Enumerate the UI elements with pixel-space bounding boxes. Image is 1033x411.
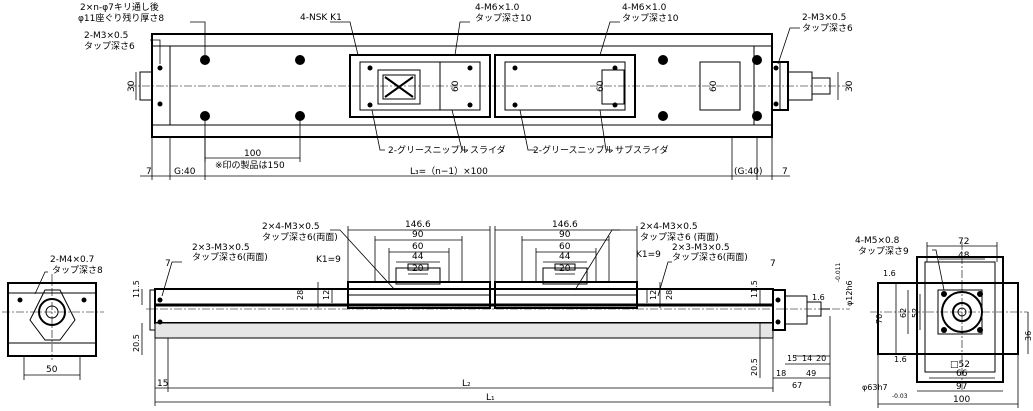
dim-l2: L₂ <box>462 379 471 389</box>
label-m6-right-depth: タップ深さ10 <box>622 13 679 24</box>
label-m5-depth: タップ深さ9 <box>858 246 909 257</box>
label-m3-3a: 2×3-M3×0.5 <box>192 243 250 253</box>
label-m5: 4-M5×0.8 <box>855 236 900 246</box>
dim-l3: L₃=（n−1）×100 <box>410 166 488 177</box>
top-slider <box>349 54 491 118</box>
dim-18: 18 <box>776 369 786 378</box>
label-m3-3b-depth: タップ深さ6(両面) <box>672 252 748 263</box>
dim-60-front-a: 60 <box>412 242 424 252</box>
label-k1-b: K1=9 <box>636 250 661 260</box>
dim-60-front-b: 60 <box>559 242 571 252</box>
label-m3-left-depth: タップ深さ6 <box>84 41 135 52</box>
dim-1-6-a: 1.6 <box>883 269 896 278</box>
label-counterbore: φ11座ぐり残り厚さ8 <box>78 12 164 24</box>
dim-g40-right: (G:40) <box>734 167 762 177</box>
dim-14: 14 <box>802 354 812 363</box>
dim-phi63: φ63h7 <box>862 383 888 392</box>
label-m3-left: 2-M3×0.5 <box>84 31 128 41</box>
note-150: ※印の製品は150 <box>215 159 285 171</box>
dim-12-a: 12 <box>322 290 331 300</box>
dim-62: 62 <box>899 308 908 318</box>
label-k1-a: K1=9 <box>316 255 341 265</box>
dim-70: 70 <box>875 314 884 324</box>
dim-7-b: 7 <box>770 259 776 269</box>
dim-60-a: 60 <box>451 80 461 92</box>
left-end-view <box>2 271 104 380</box>
dim-100-right: 100 <box>953 395 970 405</box>
dim-48: 48 <box>958 251 970 261</box>
dim-7-a: 7 <box>165 259 171 269</box>
dim-20-5-b: 20.5 <box>750 358 759 376</box>
dim-7-left: 7 <box>146 167 152 177</box>
dim-12-b: 12 <box>649 290 658 300</box>
label-m3-3a-depth: タップ深さ6(両面) <box>192 252 268 263</box>
label-nsk: 4-NSK K1 <box>300 13 342 23</box>
label-m3-4a: 2×4-M3×0.5 <box>262 222 320 232</box>
dim-1-6-front: 1.6 <box>812 293 825 302</box>
dim-tol: -0.011 <box>835 262 842 282</box>
dim-44-a: 44 <box>412 252 424 262</box>
top-body-outline <box>151 33 773 138</box>
dim-7-right: 7 <box>782 167 788 177</box>
label-m4: 2-M4×0.7 <box>50 255 94 265</box>
dim-146-6-a: 146.6 <box>405 220 431 230</box>
front-view <box>141 226 850 406</box>
label-m3-3b: 2×3-M3×0.5 <box>672 243 730 253</box>
dim-72: 72 <box>958 237 969 247</box>
dim-66: 66 <box>956 369 968 379</box>
top-view <box>128 21 850 180</box>
dim-146-6-b: 146.6 <box>552 220 578 230</box>
label-holes: 2×n-φ7キリ通し後 <box>80 1 159 13</box>
dim-20b: 20 <box>816 354 826 363</box>
label-m3-right: 2-M3×0.5 <box>802 13 846 23</box>
dim-15: 15 <box>157 379 168 389</box>
dim-44-b: 44 <box>559 252 571 262</box>
dim-sq52: □52 <box>950 360 970 370</box>
dim-11-5-b: 11.5 <box>750 280 759 298</box>
label-sub-slider: サブスライダ <box>615 144 669 156</box>
dim-67: 67 <box>792 381 802 390</box>
top-mounting-holes <box>157 55 779 121</box>
dim-11-5-a: 11.5 <box>132 280 141 298</box>
label-m3-4b-depth: タップ深さ6 (両面) <box>640 232 719 243</box>
top-sub-slider <box>494 54 636 118</box>
dim-20-b: 20 <box>559 264 571 274</box>
dim-60-b: 60 <box>596 80 606 92</box>
label-grease-1: 2-グリースニップル <box>388 144 469 156</box>
dim-97: 97 <box>956 382 967 392</box>
dim-50: 50 <box>46 365 58 375</box>
label-m6-left-depth: タップ深さ10 <box>475 13 532 24</box>
dim-100: 100 <box>244 149 261 159</box>
label-m3-right-depth: タップ深さ6 <box>802 23 853 34</box>
dim-60-c: 60 <box>709 80 719 92</box>
label-m3-4a-depth: タップ深さ6(両面) <box>262 232 338 243</box>
dim-phi63-tol: -0.03 <box>892 393 908 400</box>
dim-28-b: 28 <box>665 290 674 300</box>
dim-15b: 15 <box>787 354 797 363</box>
dim-20-5-a: 20.5 <box>132 334 141 352</box>
label-m6-left: 4-M6×1.0 <box>475 3 520 13</box>
label-m4-depth: タップ深さ8 <box>52 265 103 276</box>
dim-phi12: φ12h6 <box>845 280 854 306</box>
dim-1-6-b: 1.6 <box>894 355 907 364</box>
dim-28-a: 28 <box>296 290 305 300</box>
label-grease-2: 2-グリースニップル <box>533 144 614 156</box>
dim-90-a: 90 <box>412 230 424 240</box>
dim-g40-left: G:40 <box>174 167 196 177</box>
right-end-view <box>870 242 1029 408</box>
dim-20-a: 20 <box>412 264 424 274</box>
dim-30-right: 30 <box>845 80 855 92</box>
label-m3-4b: 2×4-M3×0.5 <box>640 222 698 232</box>
label-slider: スライダ <box>470 144 506 156</box>
dim-90-b: 90 <box>559 230 571 240</box>
dim-36: 36 <box>1024 331 1033 341</box>
dim-30-left: 30 <box>127 80 137 92</box>
dim-l1: L₁ <box>486 393 495 403</box>
dim-52: 52 <box>911 308 920 318</box>
label-m6-right: 4-M6×1.0 <box>622 3 667 13</box>
dim-49: 49 <box>806 369 816 378</box>
